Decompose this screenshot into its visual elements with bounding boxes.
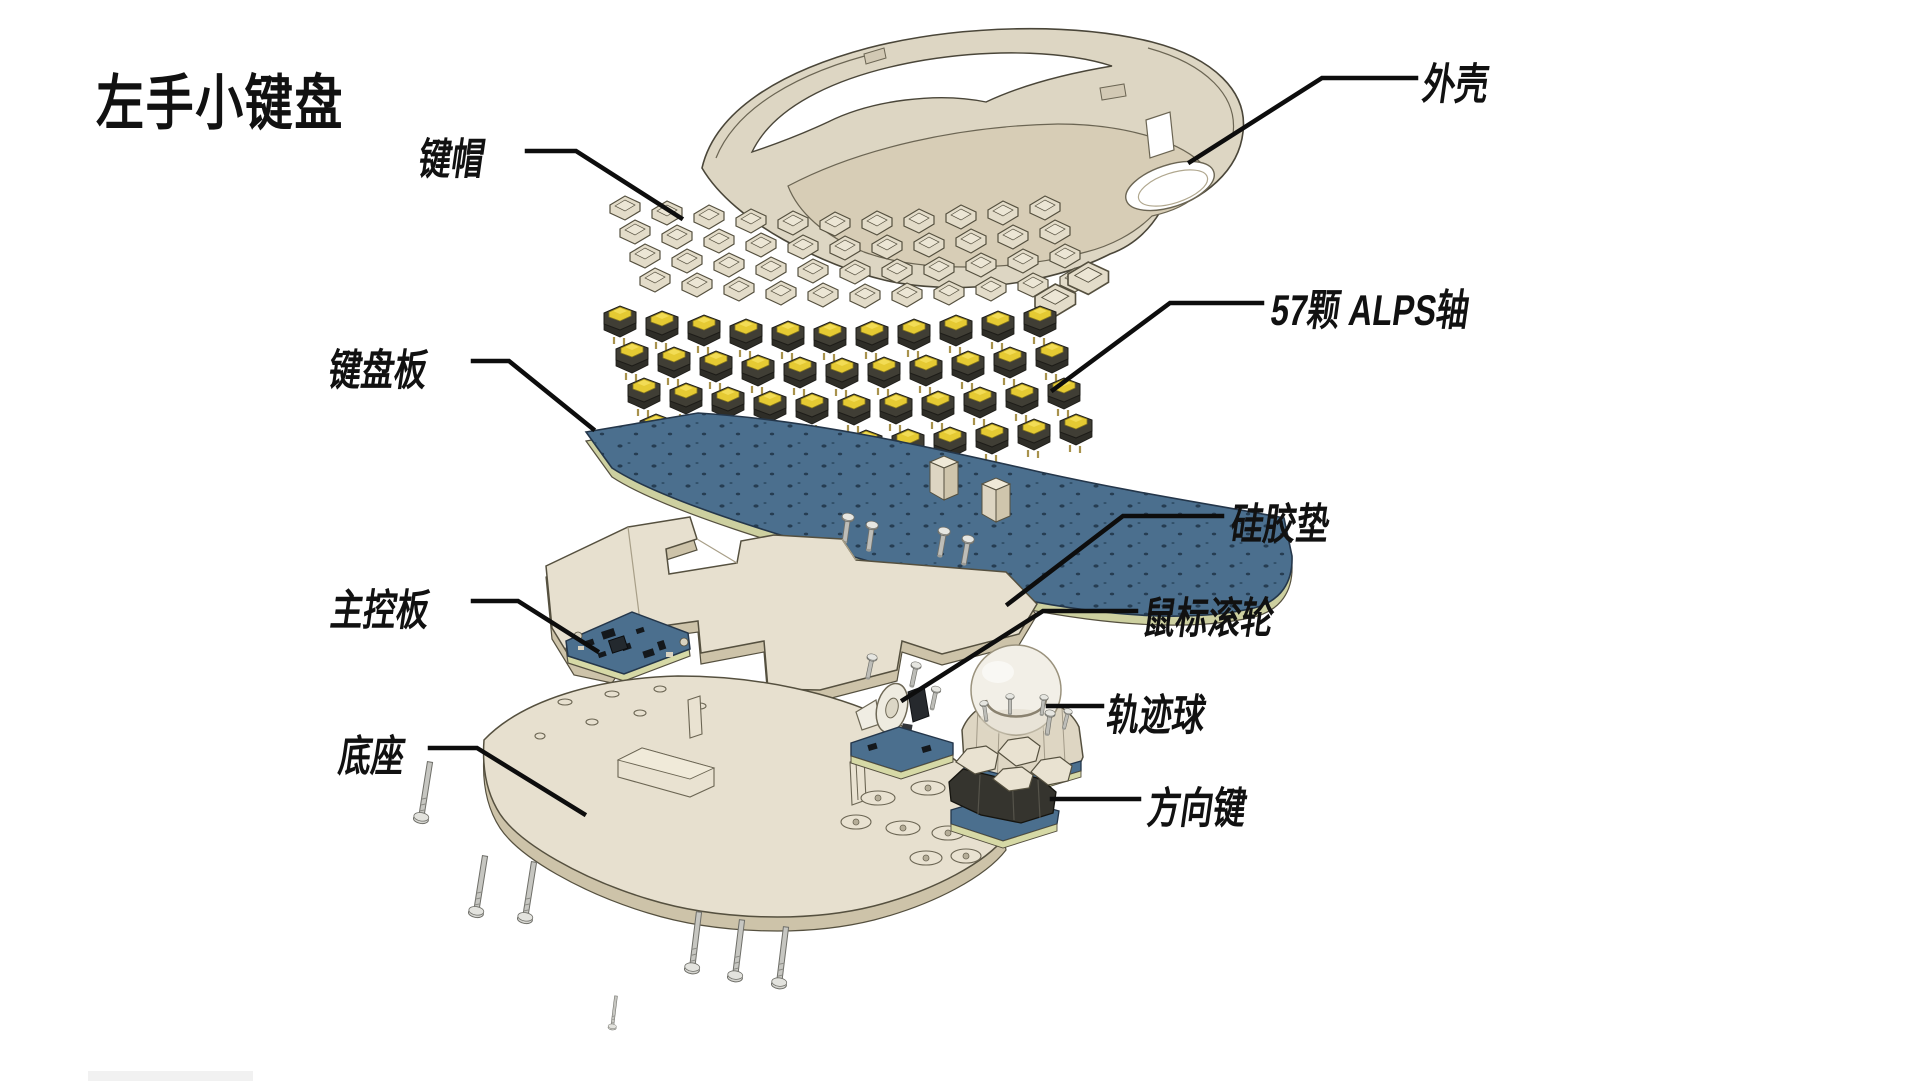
leader-base: [427, 745, 588, 818]
watermark-remnant: [88, 1071, 253, 1081]
label-base: 底座: [335, 733, 408, 781]
dpad-part: [948, 736, 1073, 849]
label-switches: 57颗 ALPS轴: [1267, 287, 1473, 335]
plate-connector-icon: [928, 455, 960, 501]
label-trackball: 轨迹球: [1103, 692, 1209, 740]
leader-scroll-wheel: [899, 608, 1139, 704]
label-shell: 外壳: [1419, 61, 1492, 109]
leader-plate: [470, 358, 597, 433]
main-board-part: [565, 611, 691, 682]
label-scroll-wheel: 鼠标滚轮: [1139, 595, 1278, 643]
label-plate: 键盘板: [325, 347, 431, 395]
page-title: 左手小键盘: [96, 70, 344, 137]
label-dpad: 方向键: [1144, 785, 1250, 833]
leader-main-board: [470, 598, 601, 655]
label-main-board: 主控板: [327, 587, 433, 635]
leader-shell: [1186, 75, 1419, 166]
label-silicone-pad: 硅胶垫: [1227, 501, 1333, 549]
label-keycaps: 键帽: [415, 136, 488, 184]
leader-lines: [427, 75, 1419, 818]
leader-switches: [1049, 300, 1265, 394]
plate-part: [584, 412, 1293, 626]
leader-keycaps: [524, 148, 685, 222]
plate-connector-icon: [980, 477, 1012, 523]
leader-silicone-pad: [1004, 513, 1225, 608]
